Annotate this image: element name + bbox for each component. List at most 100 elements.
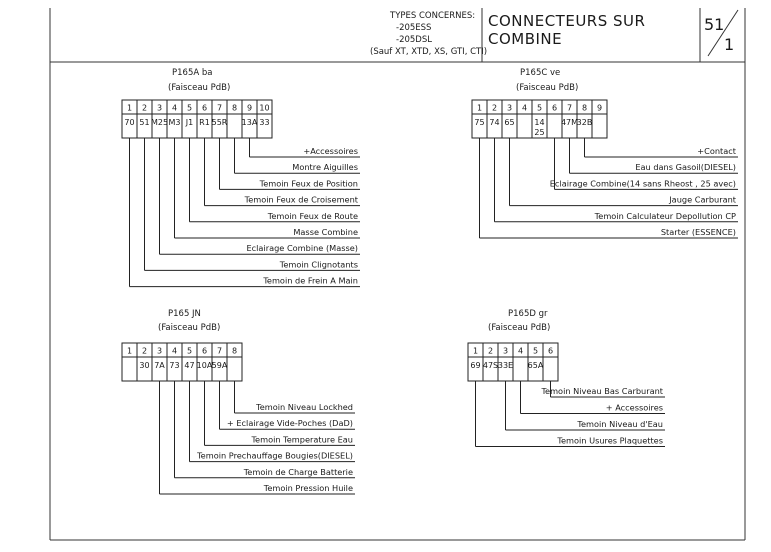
wire-label: Temoin de Frein A Main [262,276,358,286]
pin-wire-code: 51 [139,118,149,127]
pin-wire-code: 65A [528,361,544,370]
pin-number: 7 [567,104,572,113]
wire-label: Temoin Niveau Lockhed [255,402,353,412]
pin-wire-code: M3 [169,118,181,127]
pin-wire-code: 75 [474,118,484,127]
pin-number: 5 [187,347,192,356]
wire-label: Temoin Usures Plaquettes [556,436,663,446]
pin-number: 3 [503,347,508,356]
pin-number: 2 [492,104,497,113]
connector-harness: (Faisceau PdB) [488,323,550,333]
pin-wire-code: 74 [489,118,499,127]
wire-label: Eau dans Gasoil(DIESEL) [635,162,736,172]
pin-wire-code: 69 [470,361,480,370]
pin-number: 1 [127,104,132,113]
connector-harness: (Faisceau PdB) [168,83,230,93]
wire-label: +Contact [697,146,737,156]
wire-label: Temoin Temperature Eau [250,434,353,444]
wire-label: + Eclairage Vide-Poches (DaD) [227,418,353,428]
pin-wire-code: 14 [534,118,544,127]
pin-wire-code: M25 [151,118,168,127]
wire-label: Temoin Prechauffage Bougies(DIESEL) [196,451,353,461]
wire-label: Temoin Feux de Position [259,178,358,188]
pin-number: 4 [518,347,523,356]
page-slash [707,9,739,57]
types-label: TYPES CONCERNES: [389,11,475,21]
connector-name: P165C ve [520,68,560,78]
pin-wire-code: 55R [212,118,228,127]
pin-wire-code: 47M [561,118,578,127]
pin-wire-code: 47 [184,361,194,370]
wire-label: +Accessoires [303,146,358,156]
wire-label: Temoin Feux de Route [267,211,358,221]
pin-wire-code: 47S [483,361,498,370]
pin-number: 9 [247,104,252,113]
title-line-2: COMBINE [488,30,562,48]
pin-number: 9 [597,104,602,113]
pin-number: 3 [507,104,512,113]
pin-number: 8 [582,104,587,113]
types-line-2: -205DSL [396,35,432,45]
pin-wire-code: 33E [498,361,513,370]
types-line-1: -205ESS [396,23,431,33]
wire-label: Starter (ESSENCE) [661,227,736,237]
connector-0: P165A ba(Faisceau PdB)1702513M254M35J16R… [121,68,360,288]
pin-number: 2 [142,104,147,113]
pin-wire-code: R1 [199,118,210,127]
connector-name: P165A ba [172,68,212,78]
wire-label: Temoin Pression Huile [263,483,353,493]
pin-number: 6 [202,104,207,113]
wire-label: Masse Combine [293,227,358,237]
pin-number: 3 [157,104,162,113]
connector-harness: (Faisceau PdB) [516,83,578,93]
wire-label: Jauge Carburant [668,195,737,205]
pin-wire-code: 7A [154,361,165,370]
pin-wire-code: 13A [242,118,258,127]
page-number: 51 [704,15,724,34]
pin-wire-code: 70 [124,118,134,127]
pin-number: 8 [232,104,237,113]
pin-number: 6 [548,347,553,356]
pin-number: 4 [172,347,177,356]
pin-wire-code: 59A [212,361,228,370]
pin-number: 5 [187,104,192,113]
connector-name: P165 JN [168,309,201,319]
pin-wire-code: 33 [259,118,269,127]
pin-number: 2 [142,347,147,356]
pin-number: 5 [533,347,538,356]
wire-label: + Accessoires [606,403,663,413]
page-sub: 1 [724,35,734,54]
pin-number: 2 [488,347,493,356]
title-block: TYPES CONCERNES: -205ESS -205DSL (Sauf X… [370,8,739,62]
pin-wire-code: 65 [504,118,514,127]
pin-wire-code: 32B [577,118,593,127]
pin-number: 5 [537,104,542,113]
pin-wire-code: J1 [185,118,193,127]
wire-label: Montre Aiguilles [292,162,358,172]
connector-3: P165D gr (Faisceau PdB) 1 69 2 47S 3 33E 4 5 65A 6T… [467,309,665,447]
pin-number: 3 [157,347,162,356]
pin-number: 4 [522,104,527,113]
connector-name: P165D gr [508,309,548,319]
wire-label: Temoin de Charge Batterie [243,467,353,477]
title-line-1: CONNECTEURS SUR [488,12,645,30]
wire-label: Temoin Calculateur Depollution CP [594,211,736,221]
pin-number: 6 [552,104,557,113]
connector-box [471,99,608,139]
wire-label: Temoin Clignotants [279,259,358,269]
wire-label: Eclairage Combine (Masse) [246,243,358,253]
pin-number: 7 [217,347,222,356]
pin-wire-code-alt: 25 [534,128,544,137]
wire-label: Temoin Feux de Croisement [244,195,359,205]
pin-number: 8 [232,347,237,356]
pin-number: 7 [217,104,222,113]
pin-number: 1 [473,347,478,356]
connector-harness: (Faisceau PdB) [158,323,220,333]
pin-number: 10 [259,104,269,113]
wire-label: Eclairage Combine(14 sans Rheost , 25 av… [550,178,736,188]
pin-number: 6 [202,347,207,356]
pin-wire-code: 73 [169,361,179,370]
wire-label: Temoin Niveau Bas Carburant [540,386,663,396]
